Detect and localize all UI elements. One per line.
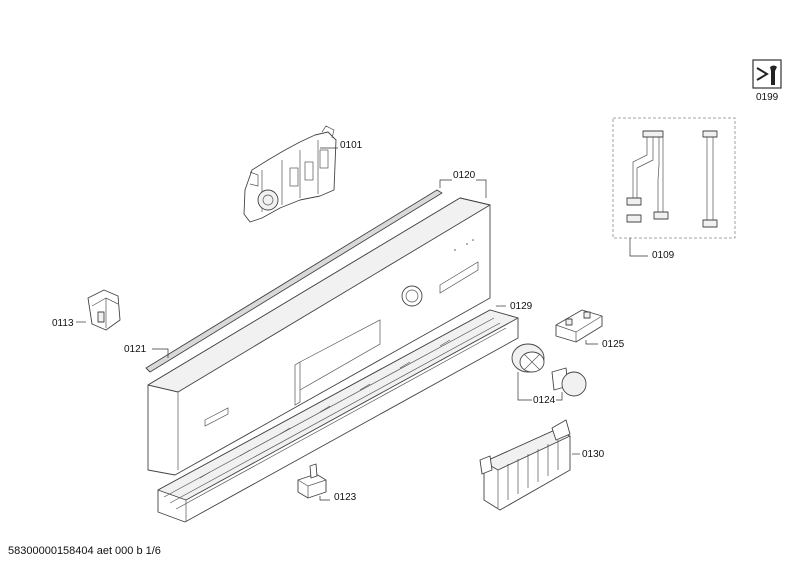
callout-0129: 0129 bbox=[510, 301, 533, 312]
document-id: 58300000158404 aet 000 b 1/6 bbox=[8, 545, 161, 557]
leader-line-0121 bbox=[152, 348, 169, 358]
leader-line-0124 bbox=[517, 372, 532, 401]
callout-0101: 0101 bbox=[340, 140, 363, 151]
callout-0109: 0109 bbox=[652, 250, 675, 261]
leader-line-0120 bbox=[439, 179, 452, 188]
trim-strip-part bbox=[145, 189, 443, 373]
lower-rail-part bbox=[157, 309, 519, 523]
cable-set-frame bbox=[612, 117, 736, 239]
control-module-part bbox=[243, 125, 337, 223]
front-panel-part bbox=[147, 197, 491, 476]
bracket-part bbox=[479, 419, 571, 511]
callout-0121: 0121 bbox=[124, 344, 147, 355]
program-knob-part bbox=[511, 343, 545, 373]
callout-0130: 0130 bbox=[582, 449, 605, 460]
cable-harness-part bbox=[626, 130, 718, 228]
leader-line-0125 bbox=[585, 340, 598, 345]
switch-part bbox=[555, 309, 603, 343]
leader-line-0109 bbox=[629, 238, 648, 257]
callout-0124: 0124 bbox=[533, 395, 556, 406]
door-clip-part bbox=[87, 289, 121, 331]
leader-line-0123 bbox=[319, 496, 330, 501]
leader-line-0124-b bbox=[556, 392, 563, 401]
callout-0123: 0123 bbox=[334, 492, 357, 503]
callout-0199: 0199 bbox=[756, 92, 779, 103]
callout-0113: 0113 bbox=[52, 318, 74, 329]
latch-part bbox=[297, 463, 327, 499]
service-manual-icon bbox=[752, 59, 782, 89]
push-button-part bbox=[551, 367, 587, 397]
leader-line-0120-b bbox=[476, 179, 487, 198]
callout-0125: 0125 bbox=[602, 339, 625, 350]
callout-0120: 0120 bbox=[453, 170, 476, 181]
